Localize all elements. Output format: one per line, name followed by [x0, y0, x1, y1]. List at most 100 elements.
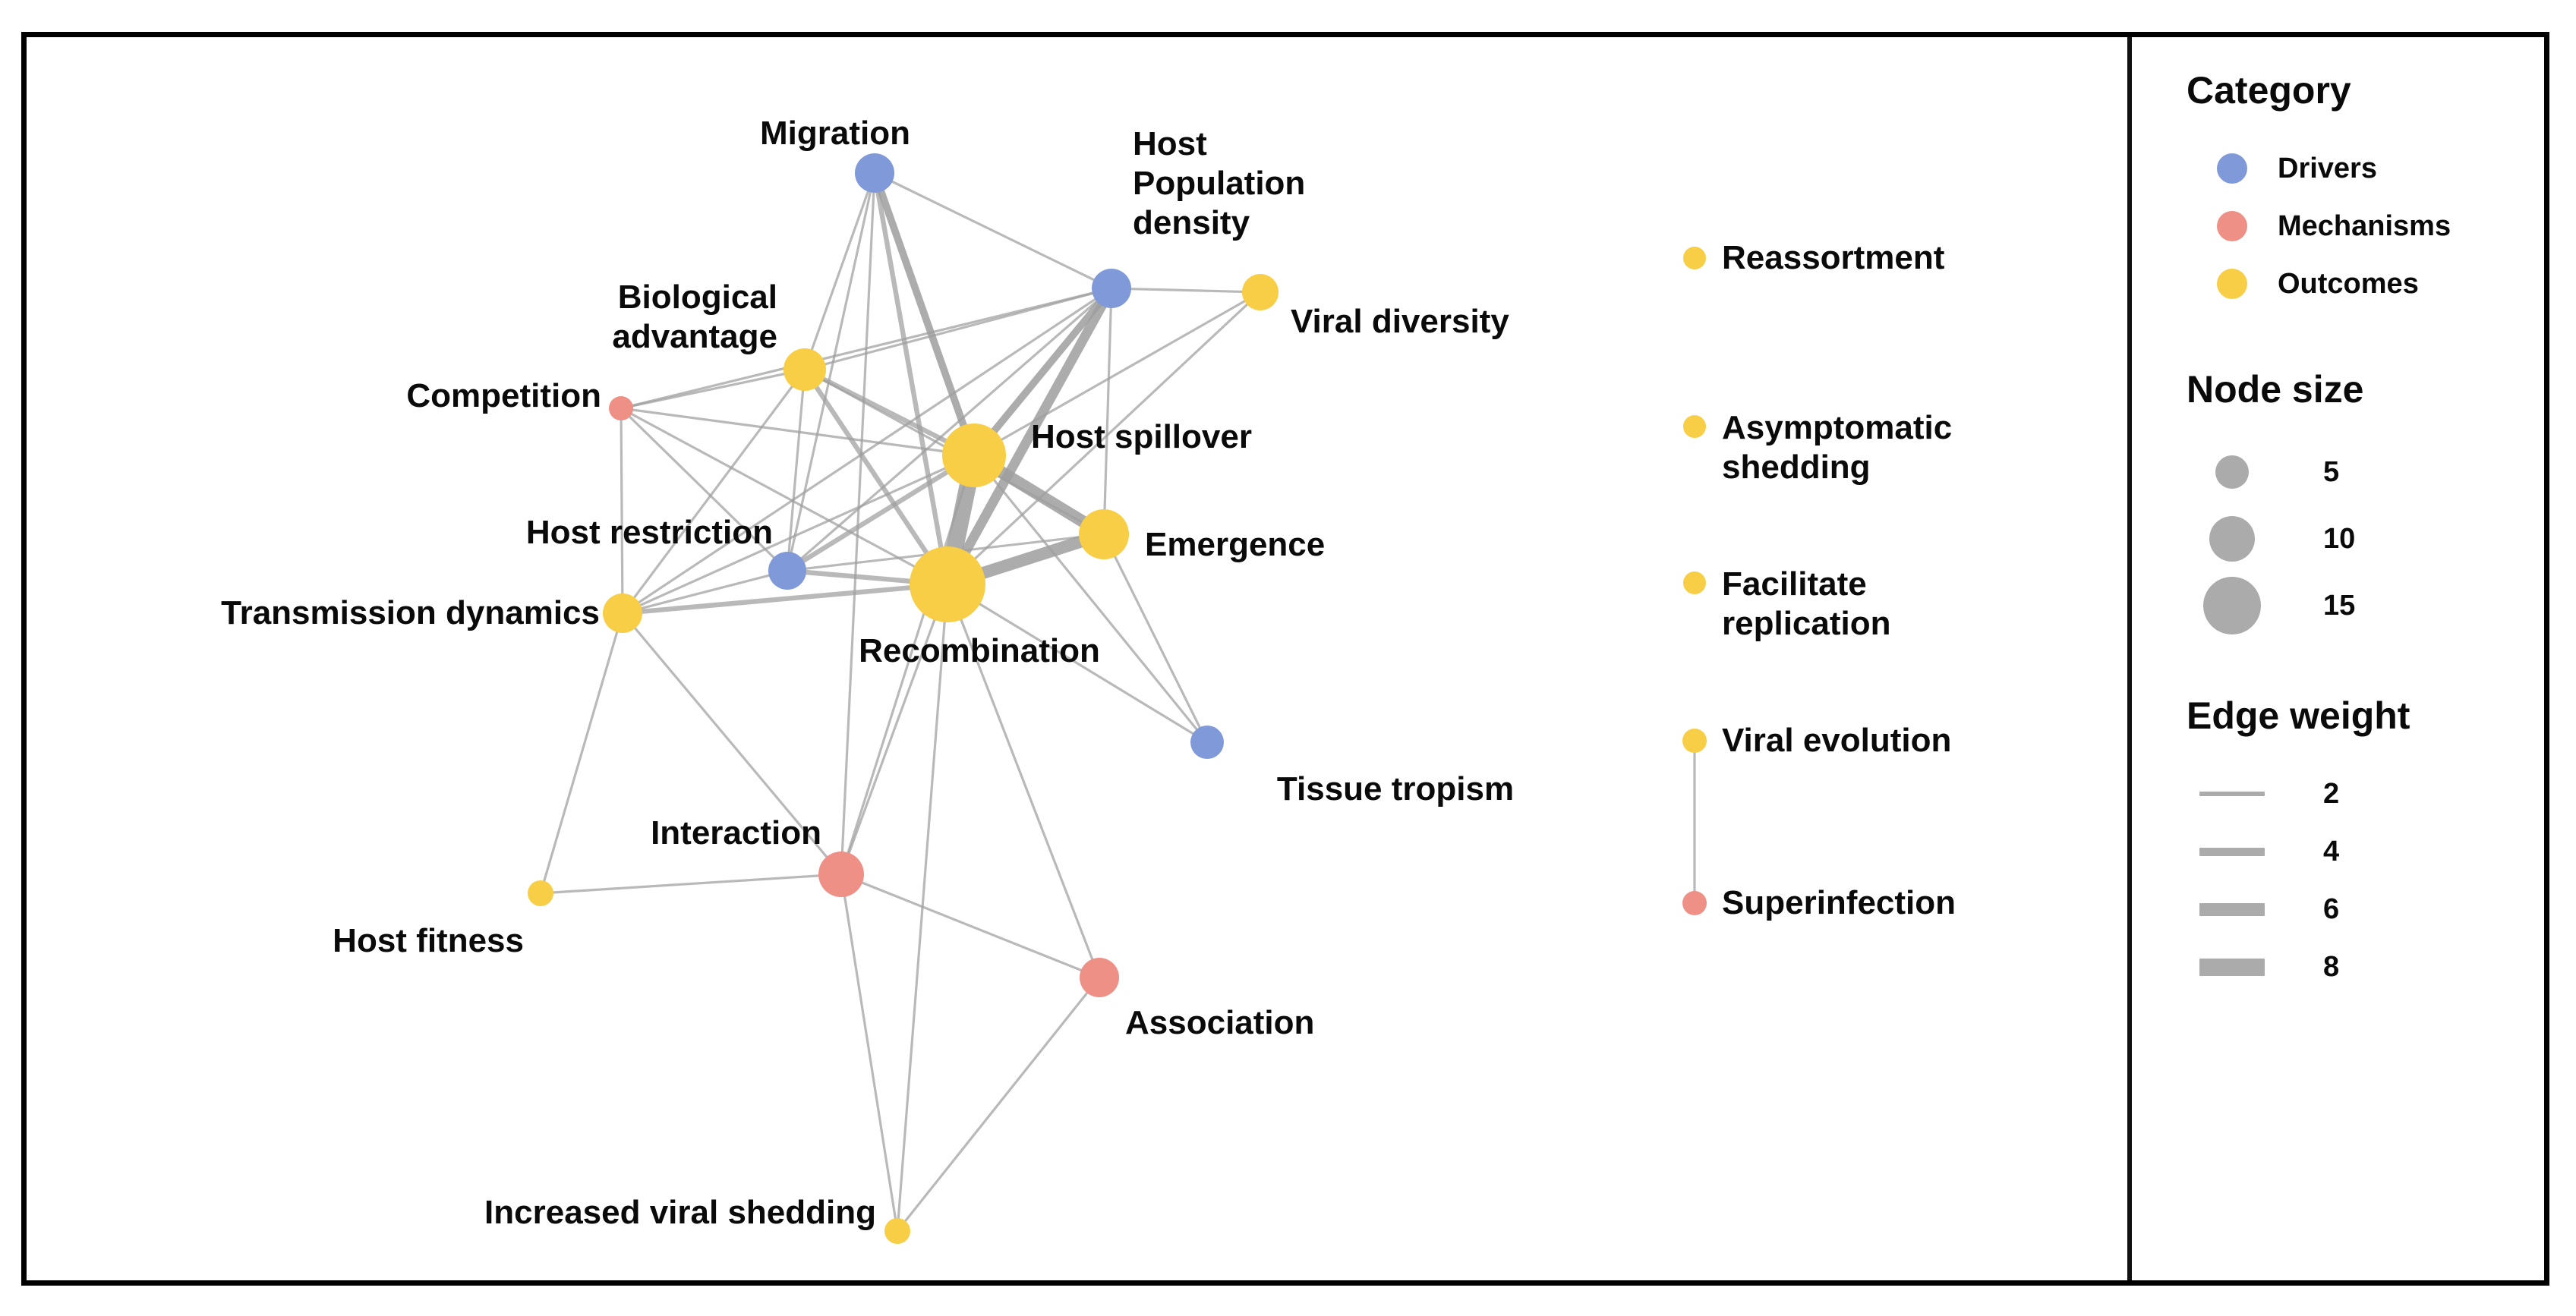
network-edge	[1102, 288, 1113, 535]
network-node[interactable]	[818, 852, 864, 897]
network-edge	[620, 407, 948, 586]
network-node[interactable]	[884, 1218, 910, 1244]
network-edge	[621, 612, 843, 876]
category-dot-icon	[2217, 211, 2247, 241]
node-label: Host Population density	[1133, 125, 1306, 241]
network-edge	[973, 454, 1209, 744]
network-edge	[802, 368, 950, 586]
node-label: Host restriction	[525, 514, 773, 551]
legend-color-swatch-cell	[2187, 211, 2278, 241]
network-edge	[620, 287, 1112, 410]
legend-category-item[interactable]: Mechanisms	[2187, 197, 2543, 255]
edge-weight-line-icon	[2199, 792, 2265, 796]
legend-edgeweight-value: 4	[2323, 835, 2340, 867]
network-node[interactable]	[609, 396, 633, 420]
network-node[interactable]	[1092, 269, 1131, 308]
legend-size-swatch-cell	[2187, 577, 2278, 634]
network-node[interactable]	[855, 153, 894, 193]
network-edge	[896, 977, 1101, 1232]
legend-category-item[interactable]: Outcomes	[2187, 255, 2543, 313]
network-edge	[874, 172, 1112, 290]
network-edge	[946, 584, 1101, 978]
node-label: Association	[1125, 1004, 1315, 1041]
edge-weight-line-icon	[2199, 847, 2265, 856]
network-edge	[786, 172, 876, 571]
network-edge	[786, 369, 806, 571]
node-label: Asymptomatic shedding	[1722, 409, 1953, 486]
legend-category-label: Drivers	[2278, 152, 2377, 184]
network-node[interactable]	[1683, 247, 1706, 269]
network-edge	[840, 455, 976, 875]
legend-size-swatch-cell	[2187, 516, 2278, 562]
legend-edgeweight-value: 6	[2323, 893, 2340, 925]
network-edge	[622, 569, 788, 615]
network-node[interactable]	[1683, 571, 1706, 594]
legend-edgeweight-item: 8	[2187, 938, 2543, 996]
node-label: Biological advantage	[612, 279, 777, 355]
network-edge	[786, 287, 1113, 572]
node-label: Interaction	[651, 814, 821, 852]
legend-color-swatch-cell	[2187, 269, 2278, 299]
legend-edgeweight-item: 2	[2187, 765, 2543, 823]
panel-divider	[2127, 37, 2132, 1280]
network-edge	[622, 287, 1112, 615]
network-node[interactable]	[603, 593, 642, 633]
legend-category-item[interactable]: Drivers	[2187, 140, 2543, 197]
network-edge	[539, 612, 624, 894]
legend-nodesize-value: 15	[2323, 589, 2356, 622]
node-label: Facilitate replication	[1722, 565, 1891, 642]
legend-category-label: Outcomes	[2278, 267, 2419, 300]
edge-weight-line-icon	[2199, 902, 2265, 916]
network-edge	[620, 408, 624, 614]
legend-edge-swatch-cell	[2187, 958, 2278, 976]
legend-edgeweight-value: 2	[2323, 777, 2340, 810]
network-edge	[621, 369, 806, 614]
network-edge	[943, 285, 1116, 587]
node-label: Superinfection	[1722, 884, 1956, 921]
network-node[interactable]	[1242, 274, 1279, 310]
legend-nodesize-value: 10	[2323, 522, 2356, 555]
legend-category-title: Category	[2187, 69, 2351, 112]
legend-nodesize-value: 5	[2323, 455, 2340, 488]
network-node[interactable]	[1683, 415, 1706, 438]
edge-weight-line-icon	[2199, 958, 2265, 976]
network-node[interactable]	[1080, 958, 1119, 997]
node-label: Migration	[760, 115, 910, 152]
network-node[interactable]	[1682, 891, 1707, 915]
node-label: Host fitness	[333, 922, 524, 959]
network-node[interactable]	[1682, 729, 1707, 753]
network-edge	[620, 407, 789, 572]
legend-edge-swatch-cell	[2187, 902, 2278, 916]
node-label: Viral diversity	[1291, 303, 1509, 340]
legend-nodesize-item: 10	[2187, 505, 2543, 572]
network-node[interactable]	[910, 546, 985, 622]
node-label: Competition	[406, 377, 601, 414]
network-node[interactable]	[528, 880, 553, 906]
network-edge	[622, 454, 975, 615]
legend-edgeweight-title: Edge weight	[2187, 694, 2410, 737]
legend-edgeweight-item: 4	[2187, 823, 2543, 880]
network-node[interactable]	[1190, 726, 1224, 759]
node-label: Tissue tropism	[1276, 770, 1515, 808]
network-edge	[871, 172, 978, 457]
legend-edge-swatch-cell	[2187, 847, 2278, 856]
edge-layer	[539, 172, 1696, 1232]
network-node[interactable]	[942, 423, 1006, 487]
legend-edgeweight-rows: 2 4 6 8	[2187, 765, 2543, 996]
legend-nodesize-item: 15	[2187, 572, 2543, 639]
network-edge	[786, 453, 976, 573]
node-size-dot-icon	[2209, 516, 2255, 562]
network-node[interactable]	[768, 552, 806, 590]
legend-category-label: Mechanisms	[2278, 209, 2451, 242]
network-edge	[947, 583, 1208, 744]
legend-size-swatch-cell	[2187, 455, 2278, 489]
network-node[interactable]	[1079, 509, 1129, 559]
legend-nodesize-rows: 5 10 15	[2187, 439, 2543, 639]
network-node[interactable]	[784, 348, 826, 391]
node-label: Reassortment	[1722, 239, 1945, 276]
network-edge	[971, 285, 1115, 458]
network-edge	[840, 874, 899, 1232]
